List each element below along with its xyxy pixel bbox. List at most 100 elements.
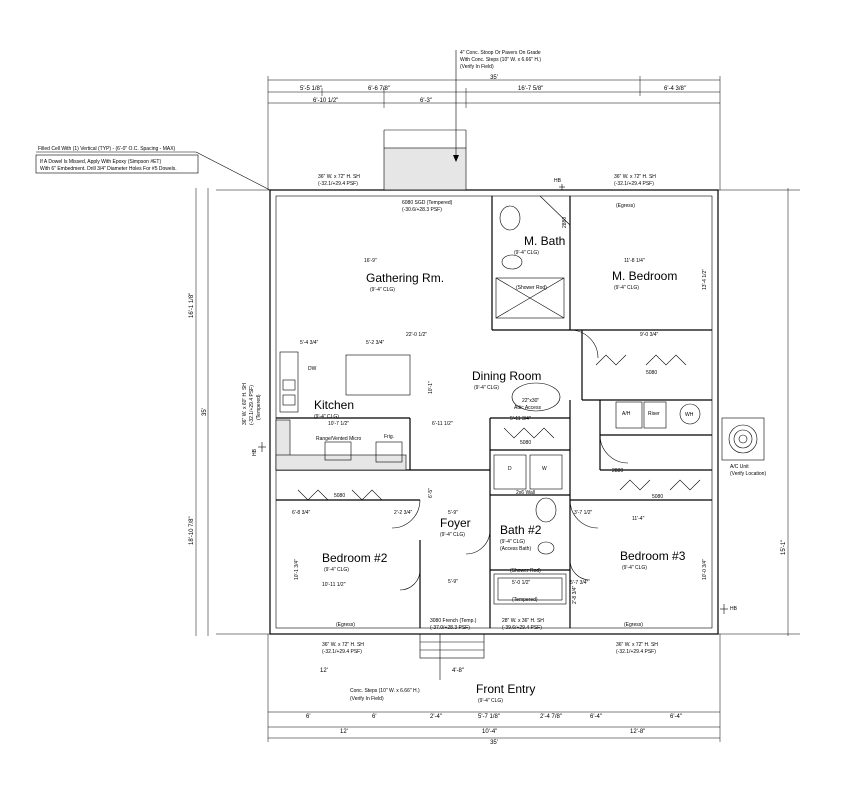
win-bl-1: 36" W. x 72" H. SH (322, 642, 364, 648)
dim-bot-5: 2'-4 7/8" (540, 714, 562, 720)
win-br-1: 36" W. x 72" H. SH (616, 642, 658, 648)
dim-b3h: 10'-0 3/4" (702, 559, 708, 580)
shower-rod-master: (Shower Rod) (516, 285, 547, 291)
win-tr-2: (-32.1/+29.4 PSF) (614, 181, 654, 187)
riser-label: Riser (648, 411, 660, 417)
attic-2: Attic Access (514, 405, 541, 411)
dim-d1: 6'-11 1/2" (432, 421, 453, 427)
room-front-entry: Front Entry (9'-4" CLG) (476, 682, 535, 704)
dw-label: DW (308, 366, 317, 372)
room-bath2-sub: (Access Bath) (500, 546, 531, 552)
dim-bot-10: 12'-8" (630, 729, 645, 735)
dim-d3: 9'-0 3/4" (640, 332, 659, 338)
dim-b2b: 2'-2 3/4" (394, 510, 413, 516)
dim-left-2: 18'-10 7/8" (189, 516, 195, 545)
dim-left-1: 16'-1 1/8" (189, 293, 195, 318)
filled-cell-note: Filled Cell With (1) Vertical (TYP) - (6… (35, 146, 271, 191)
dim-bot-8: 12' (340, 729, 348, 735)
front-steps-note-2: (Verify In Field) (350, 696, 384, 702)
room-foyer: Foyer (9'-4" CLG) (440, 516, 471, 538)
dim-foy: 5'-9" (448, 510, 458, 516)
attic-1: 22"x30" (522, 398, 539, 404)
ac-unit (721, 417, 765, 461)
win-bath-2: (-39.6/+29.4 PSF) (502, 625, 542, 631)
dim-b3b: 11'-4" (632, 516, 645, 522)
room-bath2: Bath #2 (9'-4" CLG) (Access Bath) (500, 523, 542, 552)
dim-mbed-h: 13'-4 1/2" (702, 269, 708, 290)
ac-note-1: A/C Unit (730, 464, 749, 470)
door-swings (391, 195, 629, 591)
egress-mbed: (Egress) (616, 203, 635, 209)
dim-bth: 5'-0 1/2" (512, 580, 531, 586)
ac-note: A/C Unit (Verify Location) (730, 464, 766, 477)
front-door-2: (-37.0/+28.3 PSF) (430, 625, 470, 631)
dim-b2w: 10'-11 1/2" (322, 582, 346, 588)
dim-total-bot: 35' (490, 740, 498, 746)
dowel-note-1: If A Dowel Is Missed, Apply With Epoxy (… (40, 159, 161, 165)
room-master-bath: M. Bath (9'-4" CLG) (514, 234, 565, 256)
front-door-1: 3080 French (Temp.) (430, 618, 477, 624)
stoop-note-3: (Verify In Field) (460, 64, 494, 70)
hb-left: HB (252, 448, 258, 456)
dim-bth2: 5'-7 3/4" (570, 580, 589, 586)
closet-marks (297, 354, 701, 501)
kitchen-fixtures (275, 351, 411, 471)
closet-5080-1: 5080 (646, 370, 657, 376)
sgd-2: (-30.6/+28.3 PSF) (402, 207, 442, 213)
dim-v1: 2'-8 3/4" (572, 585, 578, 604)
dowel-note-2: With 6" Embedment. Drill 3/4" Diameter H… (40, 166, 177, 172)
wall-226: 2x6 Wall (516, 490, 535, 496)
filled-cell-text: Filled Cell With (1) Vertical (TYP) - (6… (38, 146, 176, 152)
dim-k1: 5'-4 3/4" (300, 340, 319, 346)
room-bed3-name: Bedroom #3 (620, 549, 686, 563)
win-left-1: 36" W. x 60" H. SH (242, 383, 248, 425)
room-mbed-name: M. Bedroom (612, 269, 677, 283)
stoop-note-2: With Conc. Steps (10" W. x 6.66" H.) (460, 57, 541, 63)
room-kitchen-name: Kitchen (314, 398, 354, 412)
dim-bot-2: 6' (372, 714, 376, 720)
dim-foy2: 5'-9" (448, 579, 458, 585)
win-tr-1: 36" W. x 72" H. SH (614, 174, 656, 180)
dim-k3: 10'-7 1/2" (328, 421, 349, 427)
room-bed3-clg: (9'-4" CLG) (622, 565, 647, 571)
interior-walls (276, 196, 712, 628)
room-gathering-clg: (9'-4" CLG) (370, 287, 395, 293)
dim-mbed-w: 11'-8 1/4" (624, 258, 645, 264)
dim-gath-h: 10'-1" (428, 381, 434, 394)
win-bath-1: 28" W. x 36" H. SH (502, 618, 544, 624)
win-left-3: (Tempered) (256, 394, 262, 420)
dim-gath-w: 16'-9" (364, 258, 377, 264)
dim-left-total: 35' (202, 408, 208, 416)
room-bed3: Bedroom #3 (9'-4" CLG) (620, 549, 686, 571)
egress-bed2: (Egress) (336, 622, 355, 628)
dim-right-1: 15'-1" (781, 540, 787, 555)
room-dining-clg: (9'-4" CLG) (474, 385, 499, 391)
dimension-lines (195, 76, 800, 742)
hose-bib-marks (258, 184, 728, 614)
room-bed2-name: Bedroom #2 (322, 551, 388, 565)
hb-top: HB (554, 178, 562, 184)
room-dining: Dining Room (9'-4" CLG) (472, 369, 541, 391)
dim-b2h: 10'-1 3/4" (294, 559, 300, 580)
room-bath2-clg: (9'-4" CLG) (500, 539, 525, 545)
hb-bottom: HB (730, 606, 738, 612)
closet-5080-3: 5080 (334, 493, 345, 499)
door-2880-1: 2880 (612, 468, 623, 474)
room-mbath-clg: (9'-4" CLG) (514, 250, 539, 256)
room-entry-clg: (9'-4" CLG) (478, 698, 503, 704)
win-tl-1: 36" W. x 72" H. SH (318, 174, 360, 180)
mechanical (615, 401, 701, 429)
room-mbath-name: M. Bath (524, 234, 565, 248)
room-entry-name: Front Entry (476, 682, 535, 696)
dim-din-w: 22'-0 1/2" (406, 332, 427, 338)
dim-top-4: 6'-4 3/8" (664, 86, 686, 92)
door-2880-2: 2880 (562, 217, 568, 228)
master-bath-fixtures (495, 205, 565, 319)
dim-bot-7: 6'-4" (670, 714, 682, 720)
dim-k-h: 6'-5" (428, 488, 434, 498)
room-foyer-name: Foyer (440, 516, 471, 530)
win-bl-2: (-32.1/+29.4 PSF) (322, 649, 362, 655)
front-steps-note-1: Conc. Steps (10" W. x 6.66" H.) (350, 688, 420, 694)
dim-bot-3: 2'-4" (430, 714, 442, 720)
